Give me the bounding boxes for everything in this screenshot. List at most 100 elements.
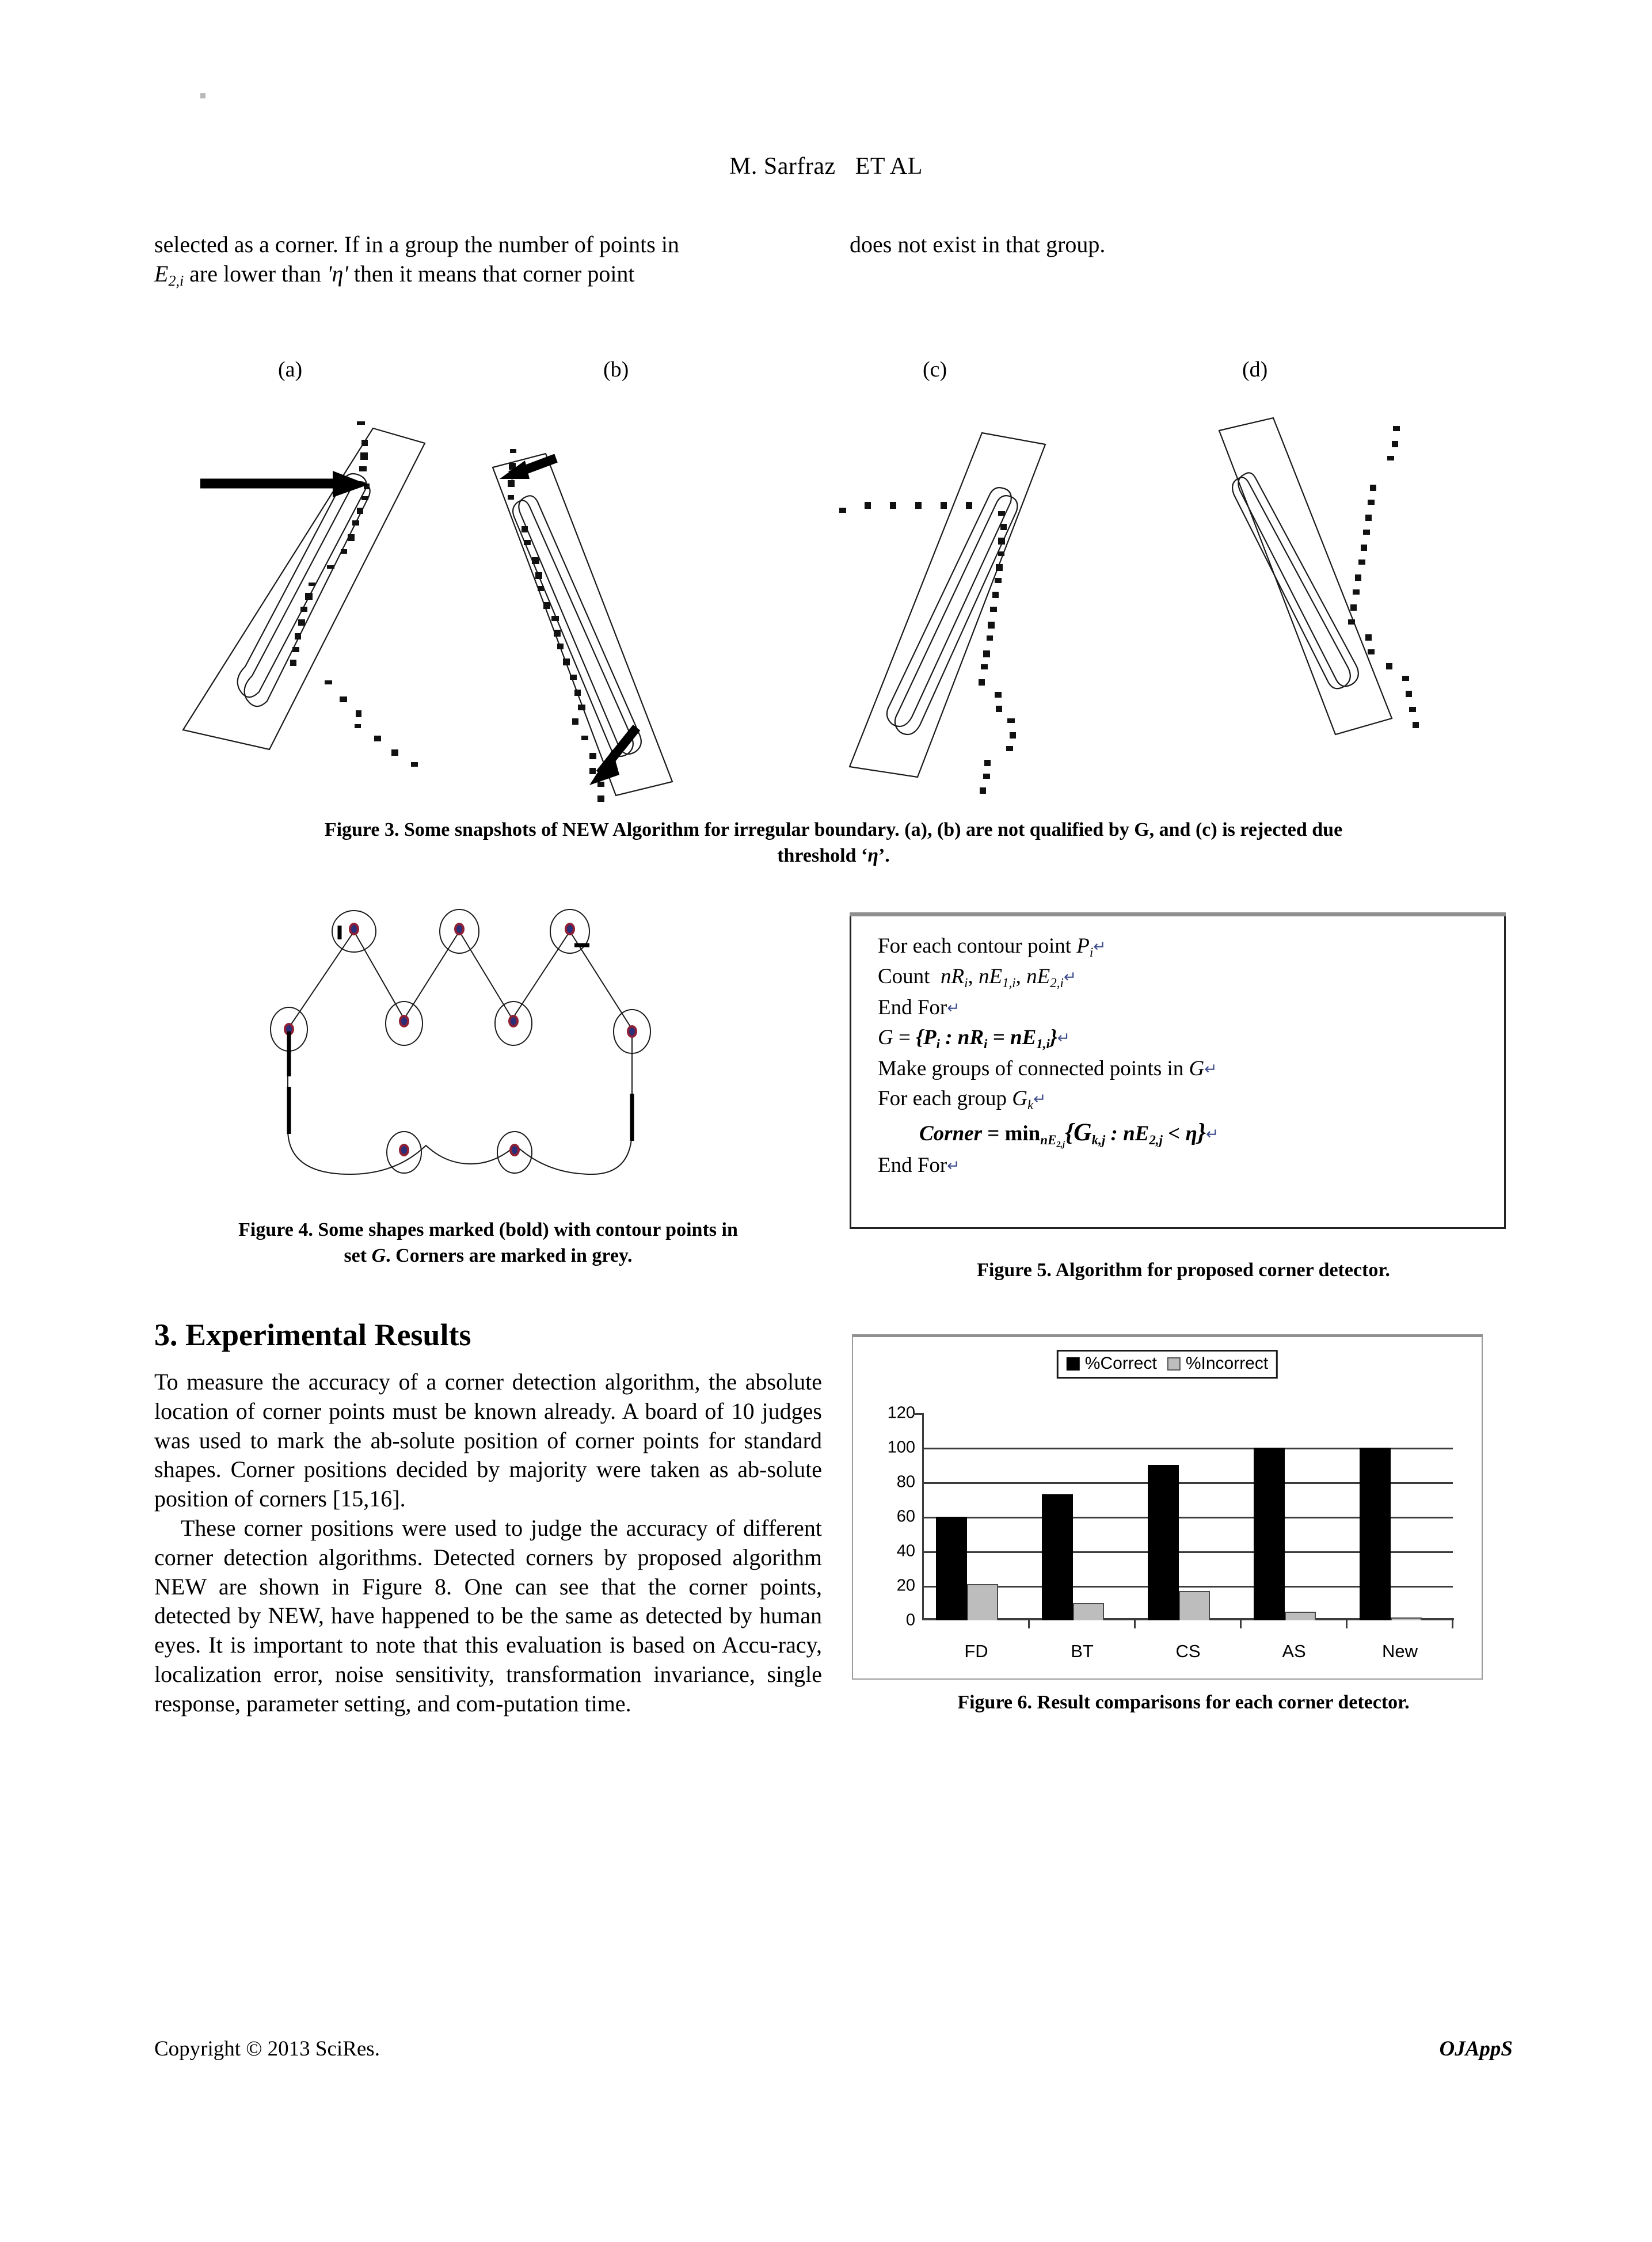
gridline-80 bbox=[923, 1482, 1453, 1484]
figure4-caption-line2: set G. Corners are marked in grey. bbox=[344, 1244, 633, 1266]
symbol-eta-caption: η bbox=[867, 844, 878, 866]
figure5-algorithm-box: For each contour point Pi↵ Count nRi, nE… bbox=[850, 912, 1506, 1229]
section3-block: 3. Experimental Results To measure the a… bbox=[154, 1317, 822, 1719]
legend-swatch-incorrect-icon bbox=[1167, 1357, 1181, 1371]
copyright-text: Copyright © 2013 SciRes. bbox=[154, 2037, 380, 2061]
xtick-label-fd: FD bbox=[964, 1641, 988, 1661]
arrow-pointer-a bbox=[200, 471, 368, 497]
figure4-caption-line1: Figure 4. Some shapes marked (bold) with… bbox=[238, 1219, 738, 1240]
page-footer: Copyright © 2013 SciRes. OJAppS bbox=[154, 2037, 1513, 2061]
section3-paragraph-1: To measure the accuracy of a corner dete… bbox=[154, 1369, 822, 1512]
figure3-panel-b bbox=[482, 393, 805, 807]
xtick-mark-bt bbox=[1134, 1620, 1136, 1628]
legend-item-incorrect: %Incorrect bbox=[1167, 1354, 1268, 1373]
symbol-eta: 'η' bbox=[326, 260, 348, 287]
xtick-mark-fd bbox=[1028, 1620, 1030, 1628]
bar-bt-correct bbox=[1042, 1494, 1073, 1620]
figure3-panel-labels: (a) (b) (c) (d) bbox=[154, 357, 1513, 397]
bar-as-incorrect bbox=[1285, 1612, 1316, 1620]
xtick-mark-new bbox=[1452, 1620, 1453, 1628]
xtick-label-bt: BT bbox=[1071, 1641, 1094, 1661]
figure3-label-d: (d) bbox=[1242, 357, 1268, 382]
bar-fd-incorrect bbox=[967, 1584, 998, 1620]
section3-heading: 3. Experimental Results bbox=[154, 1318, 471, 1352]
bar-group-cs: CS bbox=[1135, 1413, 1242, 1661]
bar-bt-incorrect bbox=[1073, 1603, 1104, 1620]
bar-as-correct bbox=[1254, 1448, 1285, 1620]
figure3-panel-c bbox=[805, 393, 1127, 807]
chart-y-axis bbox=[922, 1413, 924, 1620]
irregular-boundary-diagram-a bbox=[182, 421, 426, 767]
figure3: (a) (b) (c) (d) bbox=[154, 357, 1513, 812]
intro-right-column: does not exist in that group. bbox=[850, 230, 1517, 260]
intro-right-text: does not exist in that group. bbox=[850, 231, 1106, 257]
chart-plot-area: 120 100 80 60 40 20 0 FD bbox=[888, 1404, 1454, 1661]
algo-line-5: Make groups of connected points in G↵ bbox=[878, 1056, 1217, 1080]
ytick-label-120: 120 bbox=[887, 1403, 915, 1422]
figure3-label-b: (b) bbox=[603, 357, 629, 382]
running-head-suffix: ET AL bbox=[855, 153, 923, 180]
chart-legend: %Correct %Incorrect bbox=[1056, 1350, 1278, 1379]
figure5-caption: Figure 5. Algorithm for proposed corner … bbox=[977, 1259, 1390, 1281]
xtick-label-new: New bbox=[1381, 1641, 1418, 1661]
ytick-label-40: 40 bbox=[896, 1541, 915, 1560]
section3-paragraph-2: These corner positions were used to judg… bbox=[154, 1514, 822, 1716]
algo-line-7: Corner = minnE2,j{Gk,j : nE2,j < η}↵ bbox=[919, 1118, 1219, 1149]
bar-group-new: New bbox=[1347, 1413, 1453, 1661]
algo-line-2: Count nRi, nE1,i, nE2,i↵ bbox=[878, 965, 1077, 991]
ytick-label-100: 100 bbox=[887, 1438, 915, 1457]
figure3-label-c: (c) bbox=[923, 357, 947, 382]
running-head-author: M. Sarfraz bbox=[729, 153, 836, 180]
bar-new-incorrect bbox=[1391, 1617, 1422, 1620]
arrow-pointer-b-bottom bbox=[589, 725, 641, 785]
gridline-40 bbox=[923, 1551, 1453, 1553]
figure6-caption: Figure 6. Result comparisons for each co… bbox=[957, 1692, 1410, 1713]
algo-line-3: End For↵ bbox=[878, 995, 960, 1019]
gridline-100 bbox=[923, 1448, 1453, 1449]
algorithm-pseudocode: For each contour point Pi↵ Count nRi, nE… bbox=[878, 931, 1493, 1181]
ytick-label-20: 20 bbox=[896, 1576, 915, 1595]
intro-left-column: selected as a corner. If in a group the … bbox=[154, 230, 822, 290]
algo-line-6: For each group Gk↵ bbox=[878, 1087, 1046, 1113]
running-head: M. Sarfraz ET AL bbox=[0, 153, 1652, 180]
arrow-pointer-b-top bbox=[500, 454, 558, 480]
legend-label-correct: %Correct bbox=[1084, 1354, 1157, 1373]
legend-swatch-correct-icon bbox=[1066, 1357, 1080, 1371]
bar-group-fd: FD bbox=[923, 1413, 1030, 1661]
xtick-mark-cs bbox=[1240, 1620, 1242, 1628]
figure3-label-a: (a) bbox=[278, 357, 303, 382]
bar-group-as: AS bbox=[1241, 1413, 1348, 1661]
figure3-caption: Figure 3. Some snapshots of NEW Algorith… bbox=[154, 817, 1513, 869]
figure3-caption-line2: threshold ‘η’. bbox=[777, 844, 890, 866]
bar-fd-correct bbox=[936, 1517, 967, 1620]
figure6-chart: %Correct %Incorrect 120 100 80 60 40 20 bbox=[852, 1334, 1483, 1680]
figure3-caption-line1: Figure 3. Some snapshots of NEW Algorith… bbox=[324, 819, 1343, 840]
xtick-mark-as bbox=[1346, 1620, 1348, 1628]
bar-cs-incorrect bbox=[1179, 1591, 1210, 1620]
chart-bars: FD BT CS AS bbox=[923, 1413, 1453, 1661]
ytick-label-60: 60 bbox=[896, 1507, 915, 1526]
algo-line-1: For each contour point Pi↵ bbox=[878, 934, 1106, 960]
scan-artifact-dot bbox=[200, 93, 205, 98]
intro-left-line1: selected as a corner. If in a group the … bbox=[154, 231, 679, 257]
irregular-boundary-diagram-c bbox=[839, 432, 1046, 794]
algo-line-8: End For↵ bbox=[878, 1153, 960, 1177]
journal-abbreviation: OJAppS bbox=[1439, 2037, 1513, 2061]
bar-cs-correct bbox=[1148, 1465, 1179, 1620]
legend-item-correct: %Correct bbox=[1066, 1354, 1157, 1373]
algo-line-4: G = {Pi : nRi = nE1,i}↵ bbox=[878, 1026, 1071, 1052]
irregular-boundary-diagram-b bbox=[492, 449, 673, 802]
symbol-E2i: E2,i bbox=[154, 260, 184, 290]
ytick-label-0: 0 bbox=[905, 1611, 915, 1630]
figure3-panel-a bbox=[154, 393, 477, 807]
bar-new-correct bbox=[1360, 1448, 1391, 1620]
figure3-panels bbox=[154, 393, 1513, 807]
gridline-60 bbox=[923, 1517, 1453, 1518]
xtick-label-cs: CS bbox=[1175, 1641, 1201, 1661]
legend-label-incorrect: %Incorrect bbox=[1185, 1354, 1269, 1373]
figure3-panel-d bbox=[1133, 393, 1455, 807]
ytick-mark-120 bbox=[913, 1413, 922, 1415]
figure4 bbox=[248, 904, 696, 1197]
ytick-label-80: 80 bbox=[896, 1472, 915, 1491]
